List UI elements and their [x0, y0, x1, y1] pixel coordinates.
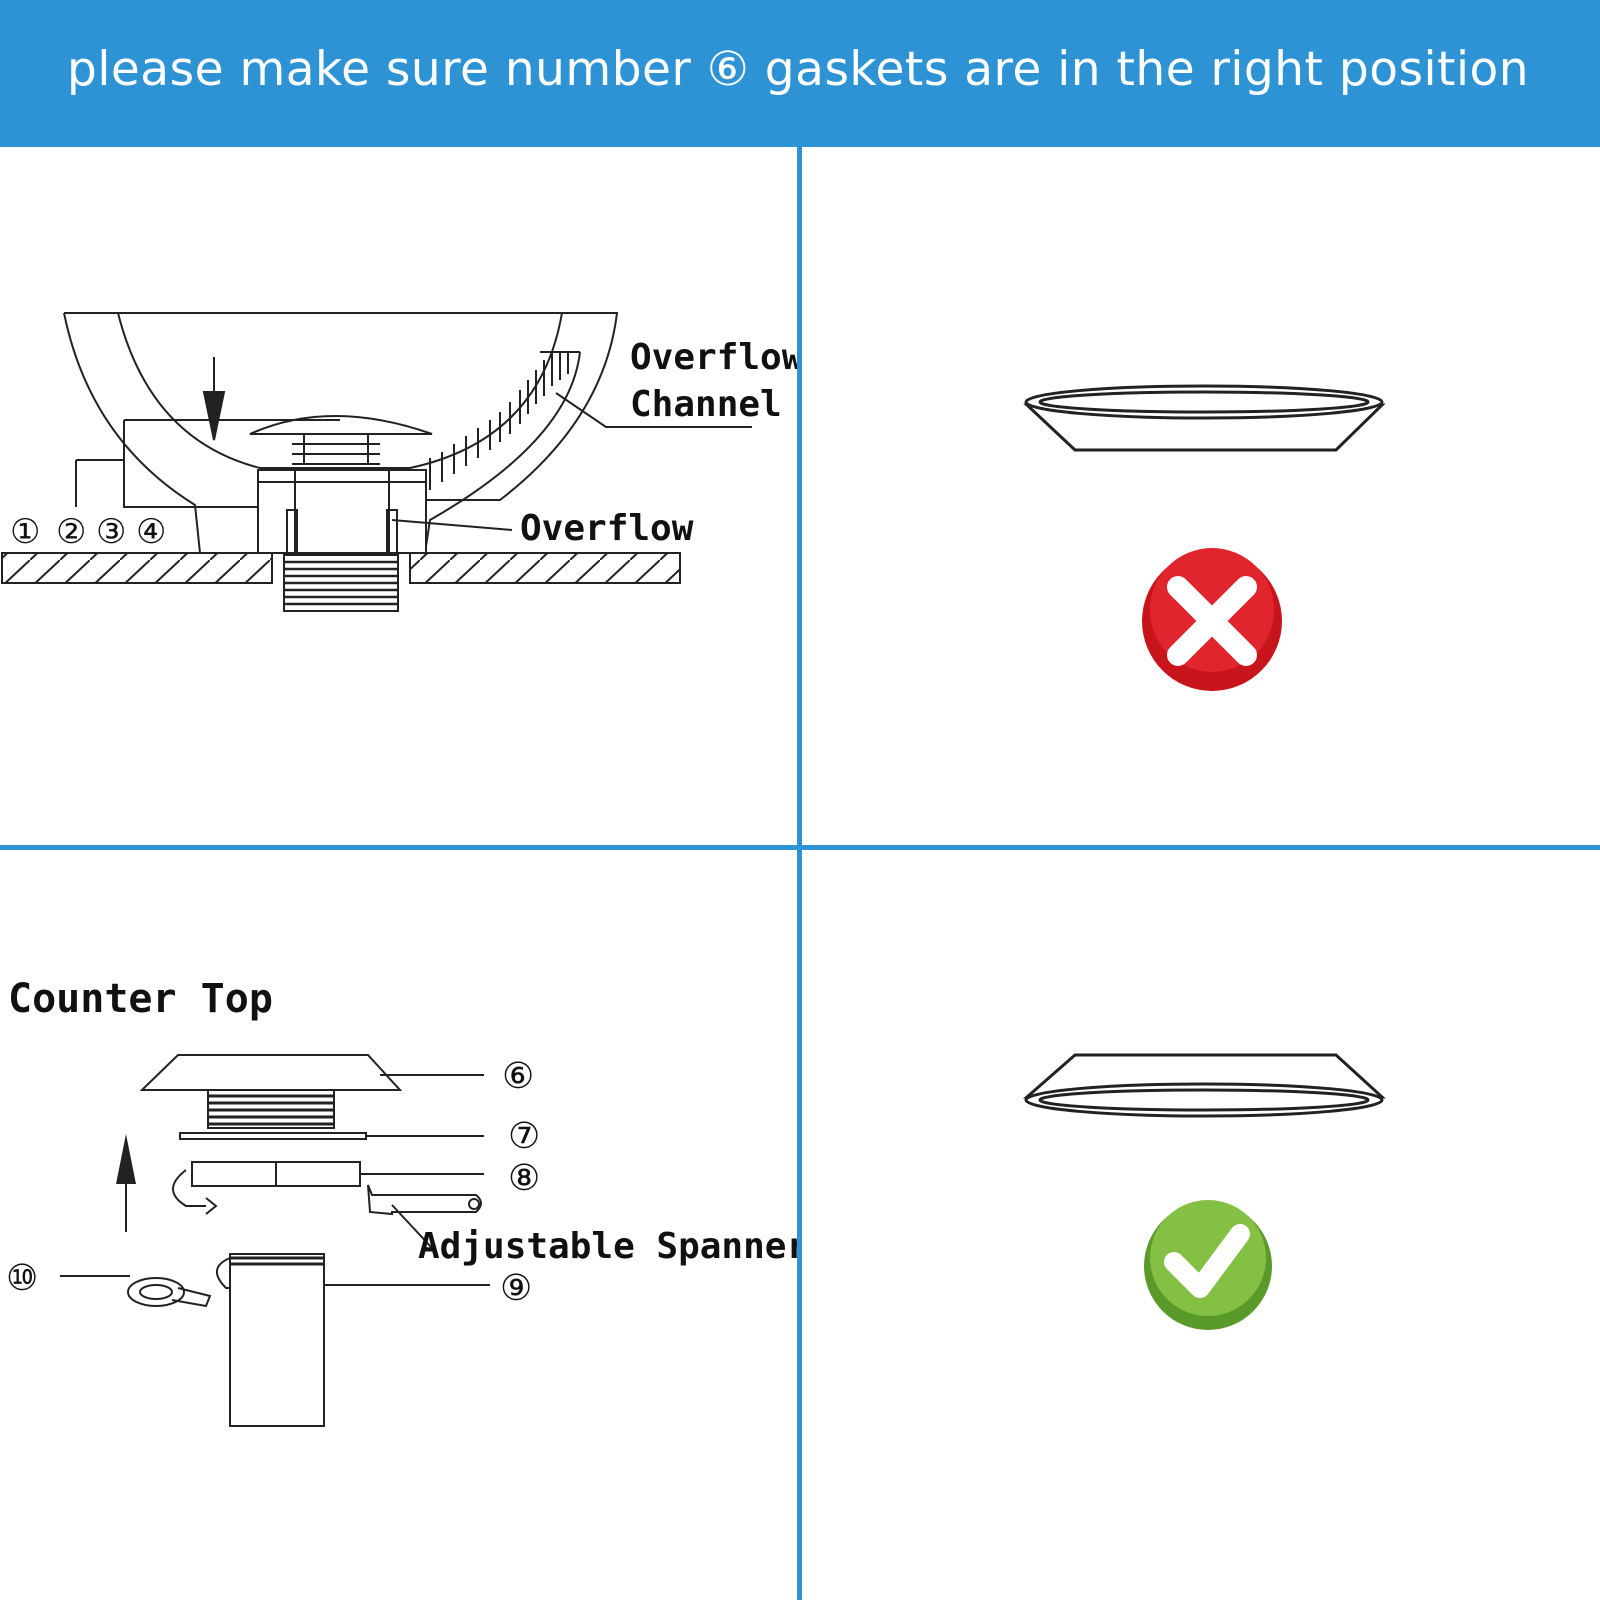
callout-bracket [123, 420, 258, 508]
drain-plug-stem [303, 433, 369, 465]
part-number-8: ⑧ [508, 1158, 540, 1199]
overflow-channel-leader [555, 392, 752, 428]
rotate-arrow-upper [172, 1169, 206, 1207]
part-number-9: ⑨ [500, 1268, 532, 1309]
countertop-left [1, 552, 273, 584]
part-number-4: ④ [136, 512, 166, 552]
part-number-7: ⑦ [508, 1116, 540, 1157]
horizontal-divider [0, 845, 1600, 850]
incorrect-gasket-diagram [1023, 384, 1386, 691]
label-overflow: Overflow [520, 508, 694, 549]
overflow-leader [391, 519, 513, 531]
part-number-3: ③ [96, 512, 126, 552]
part-10-tape [127, 1277, 185, 1307]
drain-plug-cap [249, 415, 433, 435]
drain-assembly-diagram: Counter Top Adjustable Spanner ⑥ ⑦ ⑧ ⑨ ⑩ [6, 976, 797, 1427]
basin-cross-section-diagram: Overflow Channel Overflow ① ② ③ ④ [1, 312, 797, 612]
basin-cross-section-panel: Overflow Channel Overflow ① ② ③ ④ [0, 147, 797, 845]
x-mark-icon [1142, 548, 1282, 691]
rotate-arrow-lower [216, 1257, 246, 1289]
header-banner: please make sure number ⑥ gaskets are in… [0, 0, 1600, 147]
press-arrow-head [202, 391, 226, 441]
label-counter-top: Counter Top [8, 976, 273, 1022]
label-overflow-channel-2: Channel [630, 384, 782, 425]
label-overflow-channel-1: Overflow [630, 337, 797, 378]
part-number-10: ⑩ [6, 1258, 38, 1299]
correct-gasket-panel [802, 850, 1600, 1600]
vertical-divider [797, 147, 802, 1600]
check-mark-icon [1144, 1200, 1272, 1330]
assembly-panel: Counter Top Adjustable Spanner ⑥ ⑦ ⑧ ⑨ ⑩ [0, 850, 797, 1600]
assembly-up-arrow-head [116, 1134, 136, 1184]
label-adjustable-spanner: Adjustable Spanner [418, 1226, 797, 1267]
part-7-washer [179, 1132, 367, 1140]
part-number-6: ⑥ [502, 1056, 534, 1097]
incorrect-gasket-panel [802, 147, 1600, 845]
countertop-right [409, 552, 681, 584]
part-number-1: ① [10, 512, 40, 552]
part-6-cap [139, 1054, 403, 1091]
basin-outer-left-curve [63, 312, 201, 554]
header-title: please make sure number ⑥ gaskets are in… [67, 42, 1530, 97]
correct-gasket-diagram [1023, 1053, 1386, 1330]
part-9-tailpiece [229, 1253, 325, 1427]
part-number-2: ② [56, 512, 86, 552]
adjustable-spanner-icon [367, 1184, 482, 1216]
overflow-channel-hatch [424, 351, 581, 554]
basin-outer-outline [64, 312, 619, 501]
